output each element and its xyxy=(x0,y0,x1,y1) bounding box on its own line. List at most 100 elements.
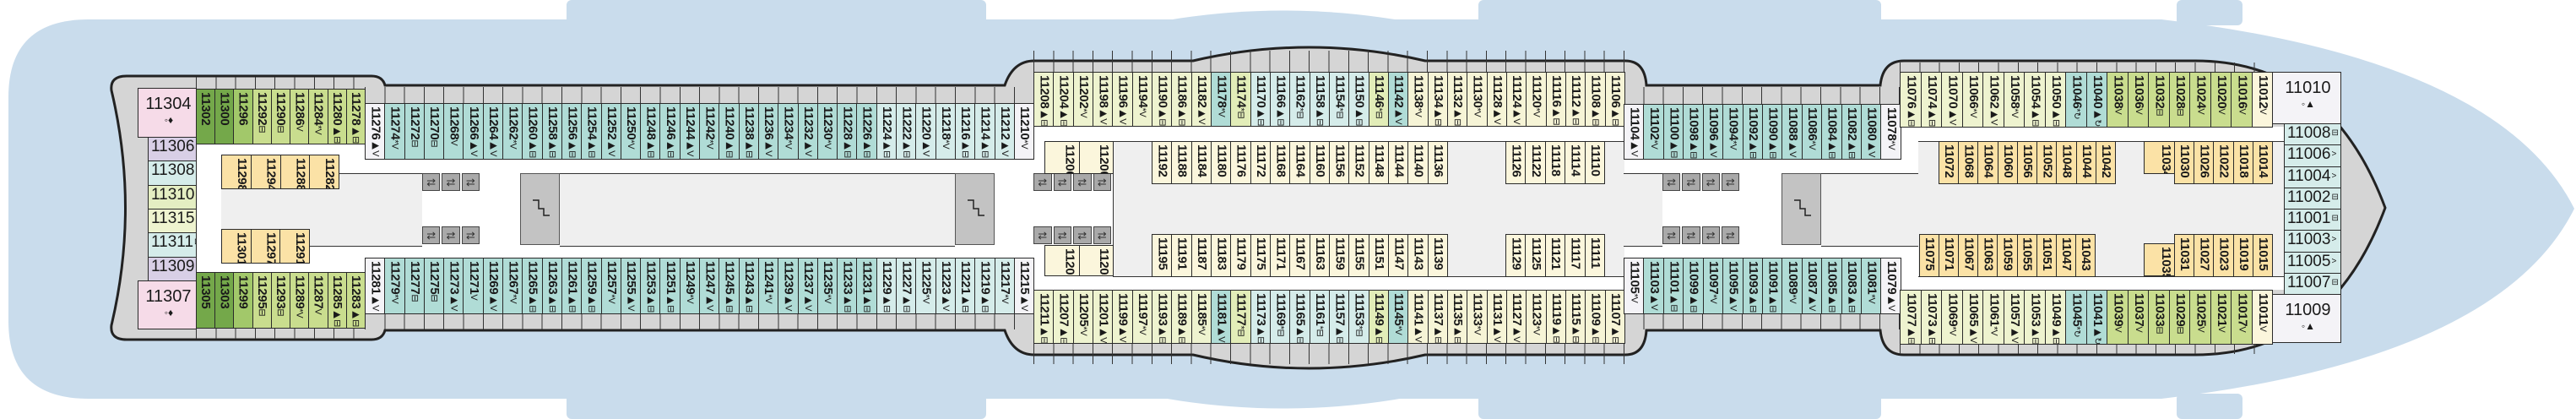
cabin-11287[interactable]: 11287V xyxy=(308,272,328,329)
cabin-11272[interactable]: 11272⊟ xyxy=(404,103,425,160)
cabin-11103[interactable]: 11103▶V xyxy=(1643,258,1664,314)
cabin-11294[interactable]: 11294* xyxy=(250,155,281,189)
cabin-11302[interactable]: 11302 xyxy=(196,89,216,144)
cabin-11148[interactable]: 11148 xyxy=(1368,141,1389,184)
cabin-11012[interactable]: 11012V xyxy=(2251,72,2273,128)
cabin-11068[interactable]: 11068 xyxy=(1958,141,1979,184)
cabin-11171[interactable]: 11171 xyxy=(1269,234,1291,277)
cabin-11236[interactable]: 11236▶V xyxy=(757,103,779,160)
cabin-11009[interactable]: 11009◦▲ xyxy=(2272,294,2341,343)
cabin-11226[interactable]: 11226▶⊟ xyxy=(856,103,877,160)
cabin-11202[interactable]: 11202*V xyxy=(1072,72,1093,127)
cabin-11288[interactable]: 11288* xyxy=(279,155,311,189)
cabin-11214[interactable]: 11214▶⊟ xyxy=(974,103,995,160)
cabin-11119[interactable]: 11119▶⊟ xyxy=(1545,290,1566,344)
cabin-11008[interactable]: 11008⊟ xyxy=(2284,123,2341,146)
cabin-11196[interactable]: 11196▶V xyxy=(1112,72,1133,127)
cabin-11170[interactable]: 11170▶⊟ xyxy=(1250,72,1271,127)
cabin-11007[interactable]: 11007⊟ xyxy=(2284,272,2341,295)
cabin-11130[interactable]: 11130*V xyxy=(1467,72,1488,127)
cabin-11134[interactable]: 11134▶⊟ xyxy=(1427,72,1448,127)
cabin-11276[interactable]: 11276▶V xyxy=(365,103,386,160)
cabin-11065[interactable]: 11065▶V xyxy=(1961,290,1983,345)
cabin-11275[interactable]: 11275⊟ xyxy=(423,258,445,314)
cabin-11248[interactable]: 11248▶⊟ xyxy=(640,103,661,160)
cabin-11281[interactable]: 11281▶V xyxy=(365,258,386,314)
cabin-11219[interactable]: 11219▶⊟ xyxy=(974,258,995,314)
cabin-11289[interactable]: 11289*V xyxy=(290,272,310,329)
cabin-11024[interactable]: 11024V xyxy=(2189,72,2211,128)
cabin-11041[interactable]: 11041▶↻ xyxy=(2085,290,2107,345)
cabin-11209[interactable]: 11209* xyxy=(1044,245,1080,276)
cabin-11145[interactable]: 11145*V xyxy=(1387,290,1409,344)
cabin-11309[interactable]: 11309>▲ xyxy=(148,256,197,281)
cabin-11099[interactable]: 11099▶⊟ xyxy=(1683,258,1704,314)
cabin-11039[interactable]: 11039V xyxy=(2107,290,2129,345)
cabin-11166[interactable]: 11166▶⊟ xyxy=(1269,72,1291,127)
cabin-11165[interactable]: 11165▶⊟ xyxy=(1289,290,1310,344)
cabin-11306[interactable]: 11306>▲ xyxy=(148,137,197,162)
cabin-11017[interactable]: 11017V xyxy=(2231,290,2253,345)
cabin-11303[interactable]: 11303 xyxy=(214,272,235,329)
cabin-11290[interactable]: 11290⊟ xyxy=(270,89,291,144)
cabin-11138[interactable]: 11138*V xyxy=(1407,72,1429,127)
cabin-11212[interactable]: 11212▶V xyxy=(994,103,1015,160)
cabin-11286[interactable]: 11286V xyxy=(290,89,310,144)
cabin-11218[interactable]: 11218*V xyxy=(935,103,956,160)
cabin-11108[interactable]: 11108▶⊟ xyxy=(1585,72,1606,127)
cabin-11020[interactable]: 11020V xyxy=(2210,72,2232,128)
cabin-11003[interactable]: 11003> xyxy=(2284,230,2341,253)
cabin-11232[interactable]: 11232▶V xyxy=(797,103,818,160)
cabin-11257[interactable]: 11257*V xyxy=(600,258,621,314)
cabin-11197[interactable]: 11197*V xyxy=(1131,290,1152,344)
cabin-11169[interactable]: 11169*⊟ xyxy=(1269,290,1291,344)
cabin-11307[interactable]: 11307◦♦ xyxy=(138,280,197,329)
cabin-11292[interactable]: 11292⊟ xyxy=(252,89,272,144)
cabin-11217[interactable]: 11217*V xyxy=(994,258,1015,314)
cabin-11147[interactable]: 11147 xyxy=(1387,234,1409,277)
cabin-11063[interactable]: 11063 xyxy=(1977,234,1998,277)
cabin-11204[interactable]: 11204▶⊟ xyxy=(1053,72,1074,127)
cabin-11277[interactable]: 11277⊟ xyxy=(404,258,425,314)
cabin-11192[interactable]: 11192 xyxy=(1152,141,1173,184)
cabin-11057[interactable]: 11057▶V xyxy=(2003,290,2025,345)
cabin-11064[interactable]: 11064 xyxy=(1977,141,1998,184)
cabin-11001[interactable]: 11001⊟ xyxy=(2284,209,2341,231)
cabin-11034[interactable]: 11034 xyxy=(2144,141,2176,174)
cabin-11096[interactable]: 11096▶V xyxy=(1702,104,1724,160)
cabin-11030[interactable]: 11030 xyxy=(2174,141,2195,184)
cabin-11223[interactable]: 11223▶V xyxy=(935,258,956,314)
cabin-11190[interactable]: 11190▶⊟ xyxy=(1151,72,1173,127)
cabin-11253[interactable]: 11253▶⊟ xyxy=(640,258,661,314)
cabin-11118[interactable]: 11118 xyxy=(1544,141,1566,184)
cabin-11026[interactable]: 11026 xyxy=(2194,141,2215,184)
cabin-11255[interactable]: 11255▶V xyxy=(620,258,642,314)
cabin-11093[interactable]: 11093▶⊟ xyxy=(1742,258,1763,314)
cabin-11140[interactable]: 11140 xyxy=(1407,141,1429,184)
cabin-11291[interactable]: 11291* xyxy=(279,229,311,264)
cabin-11185[interactable]: 11185*V xyxy=(1190,290,1212,344)
cabin-11149[interactable]: 11149▶⊟ xyxy=(1368,290,1389,344)
cabin-11251[interactable]: 11251▶⊟ xyxy=(659,258,681,314)
cabin-11043[interactable]: 11043 xyxy=(2074,234,2096,277)
cabin-11265[interactable]: 11265▶⊟ xyxy=(522,258,543,314)
cabin-11051[interactable]: 11051 xyxy=(2036,234,2057,277)
cabin-11018[interactable]: 11018 xyxy=(2232,141,2253,184)
cabin-11098[interactable]: 11098▶⊟ xyxy=(1683,104,1704,160)
cabin-11177[interactable]: 11177*⊟ xyxy=(1230,290,1251,344)
cabin-11179[interactable]: 11179 xyxy=(1230,234,1251,277)
cabin-11102[interactable]: 11102*V xyxy=(1643,104,1664,160)
cabin-11086[interactable]: 11086*V xyxy=(1801,104,1823,160)
cabin-11025[interactable]: 11025V xyxy=(2189,290,2211,345)
cabin-11153[interactable]: 11153*⊟ xyxy=(1348,290,1369,344)
cabin-11104[interactable]: 11104▶V xyxy=(1624,104,1645,160)
cabin-11090[interactable]: 11090▶⊟ xyxy=(1761,104,1783,160)
cabin-11157[interactable]: 11157▶⊟ xyxy=(1328,290,1350,344)
cabin-11121[interactable]: 11121 xyxy=(1544,234,1566,277)
cabin-11280[interactable]: 11280▶⊟ xyxy=(327,89,347,144)
cabin-11085[interactable]: 11085▶⊟ xyxy=(1821,258,1842,314)
cabin-11188[interactable]: 11188 xyxy=(1171,141,1192,184)
cabin-11059[interactable]: 11059 xyxy=(1997,234,2018,277)
cabin-11191[interactable]: 11191 xyxy=(1171,234,1192,277)
cabin-11133[interactable]: 11133*V xyxy=(1467,290,1488,344)
